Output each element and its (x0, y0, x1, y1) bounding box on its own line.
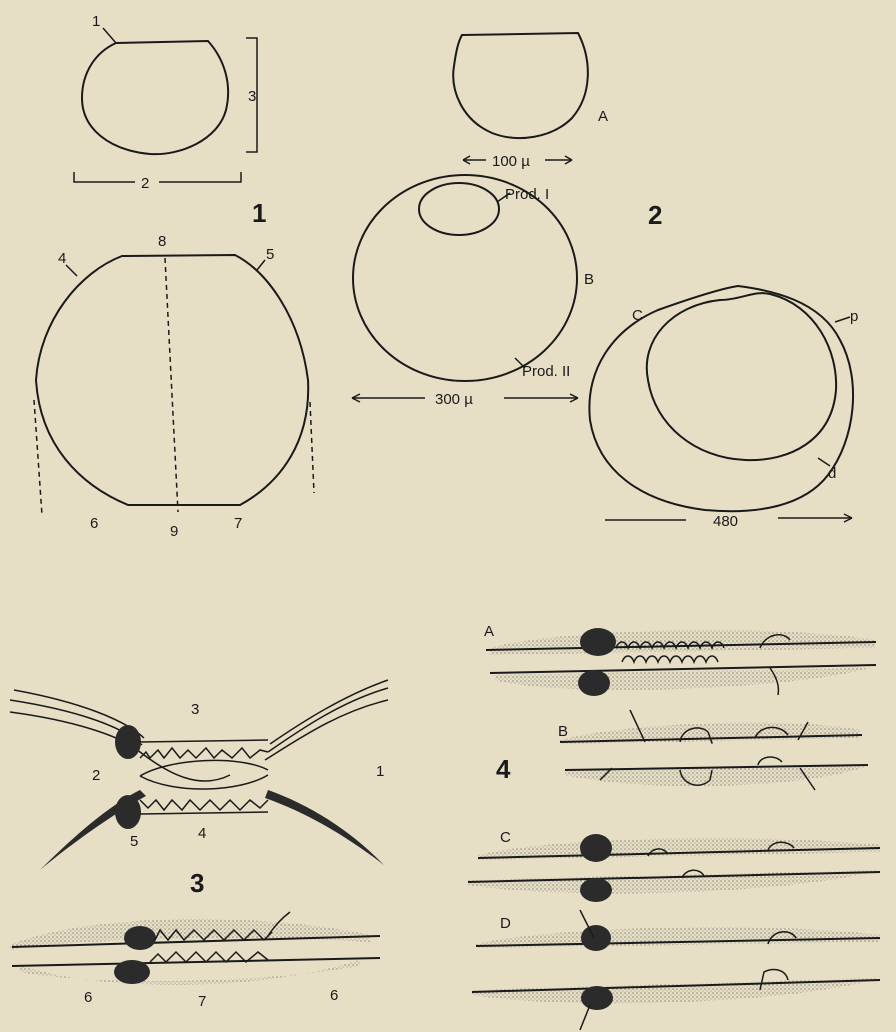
figure-1: 1 2 3 4 5 6 7 8 9 1 (34, 13, 314, 540)
fig1-label-2: 2 (141, 175, 149, 192)
fig3-label-2: 2 (92, 767, 100, 784)
fig1-label-1: 1 (92, 13, 100, 30)
fig2-shape-c-inner (647, 293, 836, 460)
fig2-label-b: B (584, 271, 594, 288)
fig3-label-1: 1 (376, 763, 384, 780)
fig4-label-b: B (558, 723, 568, 740)
figure-4: A B C (468, 623, 880, 1030)
fig1-pointer-5 (257, 260, 265, 270)
fig1-label-6: 6 (90, 515, 98, 532)
fig4-label-a: A (484, 623, 494, 640)
fig3-label-4: 4 (198, 825, 206, 842)
fig3-strand-lower-right (265, 790, 384, 865)
fig3-band-upper-top (140, 740, 268, 742)
fig2-scale-c: 480 (713, 513, 738, 530)
fig1-number: 1 (252, 198, 266, 228)
fig2-label-a: A (598, 108, 608, 125)
fig4-number: 4 (496, 754, 511, 784)
fig1-dashed-left (34, 400, 42, 515)
fig3-label-3: 3 (191, 701, 199, 718)
fig1-label-9: 9 (170, 523, 178, 540)
fig1-small-outline (82, 41, 228, 154)
fig4-a-centromere-top (580, 628, 616, 656)
fig1-label-8: 8 (158, 233, 166, 250)
fig3-label-6a: 6 (84, 989, 92, 1006)
fig2-label-c: C (632, 307, 643, 324)
fig2-prod1-bud (419, 183, 499, 235)
fig4-d-centromere-top (581, 925, 611, 951)
fig1-pointer-1 (103, 28, 116, 43)
fig3-band-upper-chromomeres (140, 748, 268, 758)
fig3-label-7: 7 (198, 993, 206, 1010)
fig4-a-chromomeres-bottom (622, 656, 718, 662)
figure-3: 1 2 3 4 5 3 6 7 6 (10, 680, 388, 1010)
fig1-pointer-4 (66, 265, 77, 276)
fig3-lower-centromere-top (124, 926, 156, 950)
fig4-b-loop-4 (758, 757, 782, 765)
fig1-dashed-axis (165, 258, 178, 512)
fig3-band-lower-chromomeres (140, 800, 268, 810)
fig3-centromere-lower (115, 795, 141, 829)
fig4-panel-d: D (472, 910, 880, 1030)
fig3-cross-upper (140, 760, 268, 776)
fig4-panel-c: C (468, 829, 880, 902)
fig4-panel-a: A (484, 623, 876, 696)
fig4-label-d: D (500, 915, 511, 932)
fig3-strand-d (268, 688, 388, 752)
fig2-shape-a (453, 33, 588, 138)
fig3-label-5: 5 (130, 833, 138, 850)
fig4-d-line-2 (580, 1005, 590, 1030)
fig2-number: 2 (648, 200, 662, 230)
fig3-label-6b: 6 (330, 987, 338, 1004)
fig2-shape-b (353, 175, 577, 381)
fig1-label-4: 4 (58, 250, 66, 267)
fig2-pointer-p (835, 317, 850, 322)
fig3-lower-strand-bottom (12, 958, 380, 966)
fig4-c-centromere-top (580, 834, 612, 862)
fig2-scale-b: 300 µ (435, 391, 473, 408)
fig1-label-3: 3 (248, 88, 256, 105)
fig2-scale-a: 100 µ (492, 153, 530, 170)
fig4-d-centromere-bottom (581, 986, 613, 1010)
fig3-cross-lower (140, 775, 268, 789)
fig1-dashed-right (310, 402, 314, 493)
fig2-label-prod2: Prod. II (522, 363, 570, 380)
fig1-label-5: 5 (266, 246, 274, 263)
fig2-label-d: d (828, 465, 836, 482)
fig4-label-c: C (500, 829, 511, 846)
fig3-number: 3 (190, 868, 204, 898)
fig3-centromere-upper (115, 725, 141, 759)
fig3-lower-centromere-bottom (114, 960, 150, 984)
fig4-a-centromere-bottom (578, 670, 610, 696)
fig1-large-outline (36, 255, 308, 505)
fig3-band-lower-bottom (140, 812, 268, 814)
fig2-label-p: p (850, 308, 858, 325)
fig4-c-centromere-bottom (580, 878, 612, 902)
figure-2: A 100 µ Prod. I B Prod. II 300 µ C p d 4… (352, 33, 858, 530)
fig4-panel-b: B (558, 710, 868, 790)
fig3-strand-e (270, 680, 388, 744)
fig2-label-prod1: Prod. I (505, 186, 549, 203)
fig1-label-7: 7 (234, 515, 242, 532)
